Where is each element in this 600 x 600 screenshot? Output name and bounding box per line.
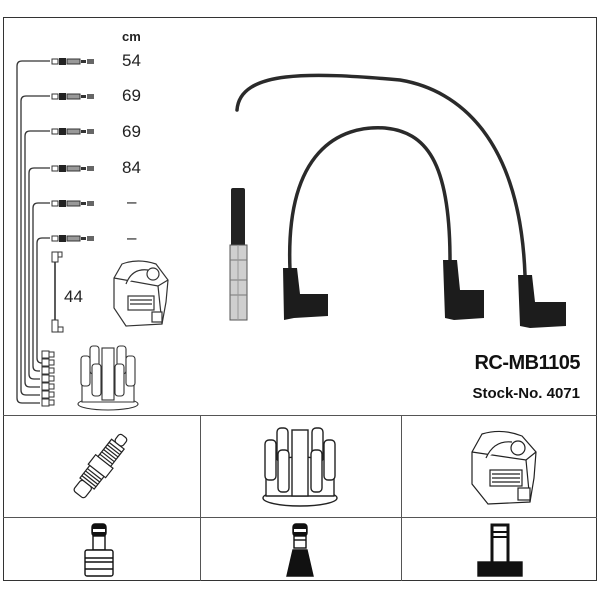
spark-plug-terminal-icon xyxy=(84,523,114,577)
lead-length-3: 69 xyxy=(122,122,141,141)
lead-length-1: 54 xyxy=(122,51,141,70)
lead-length-6: – xyxy=(127,228,137,247)
distributor-terminal-icon xyxy=(286,523,314,577)
part-number: RC-MB1105 xyxy=(474,352,580,374)
unit-label: cm xyxy=(122,29,141,44)
spark-plug-icon xyxy=(73,433,128,499)
coil-lead-length: 44 xyxy=(64,287,83,306)
diagram-frame xyxy=(3,17,597,581)
stock-number: Stock-No. 4071 xyxy=(472,385,580,402)
lead-length-2: 69 xyxy=(122,86,141,105)
ignition-cable-set-icon xyxy=(229,73,566,328)
distributor-cap-icon xyxy=(262,427,338,507)
column-divider-2 xyxy=(401,415,402,581)
ignition-coil-icon xyxy=(471,430,537,505)
lead-length-5: – xyxy=(127,192,137,211)
divider-lower xyxy=(3,517,597,518)
lead-schematic-icon xyxy=(16,58,169,411)
lead-length-4: 84 xyxy=(122,158,141,177)
column-divider-1 xyxy=(200,415,201,581)
coil-terminal-icon xyxy=(477,523,523,577)
divider-upper xyxy=(3,415,597,416)
